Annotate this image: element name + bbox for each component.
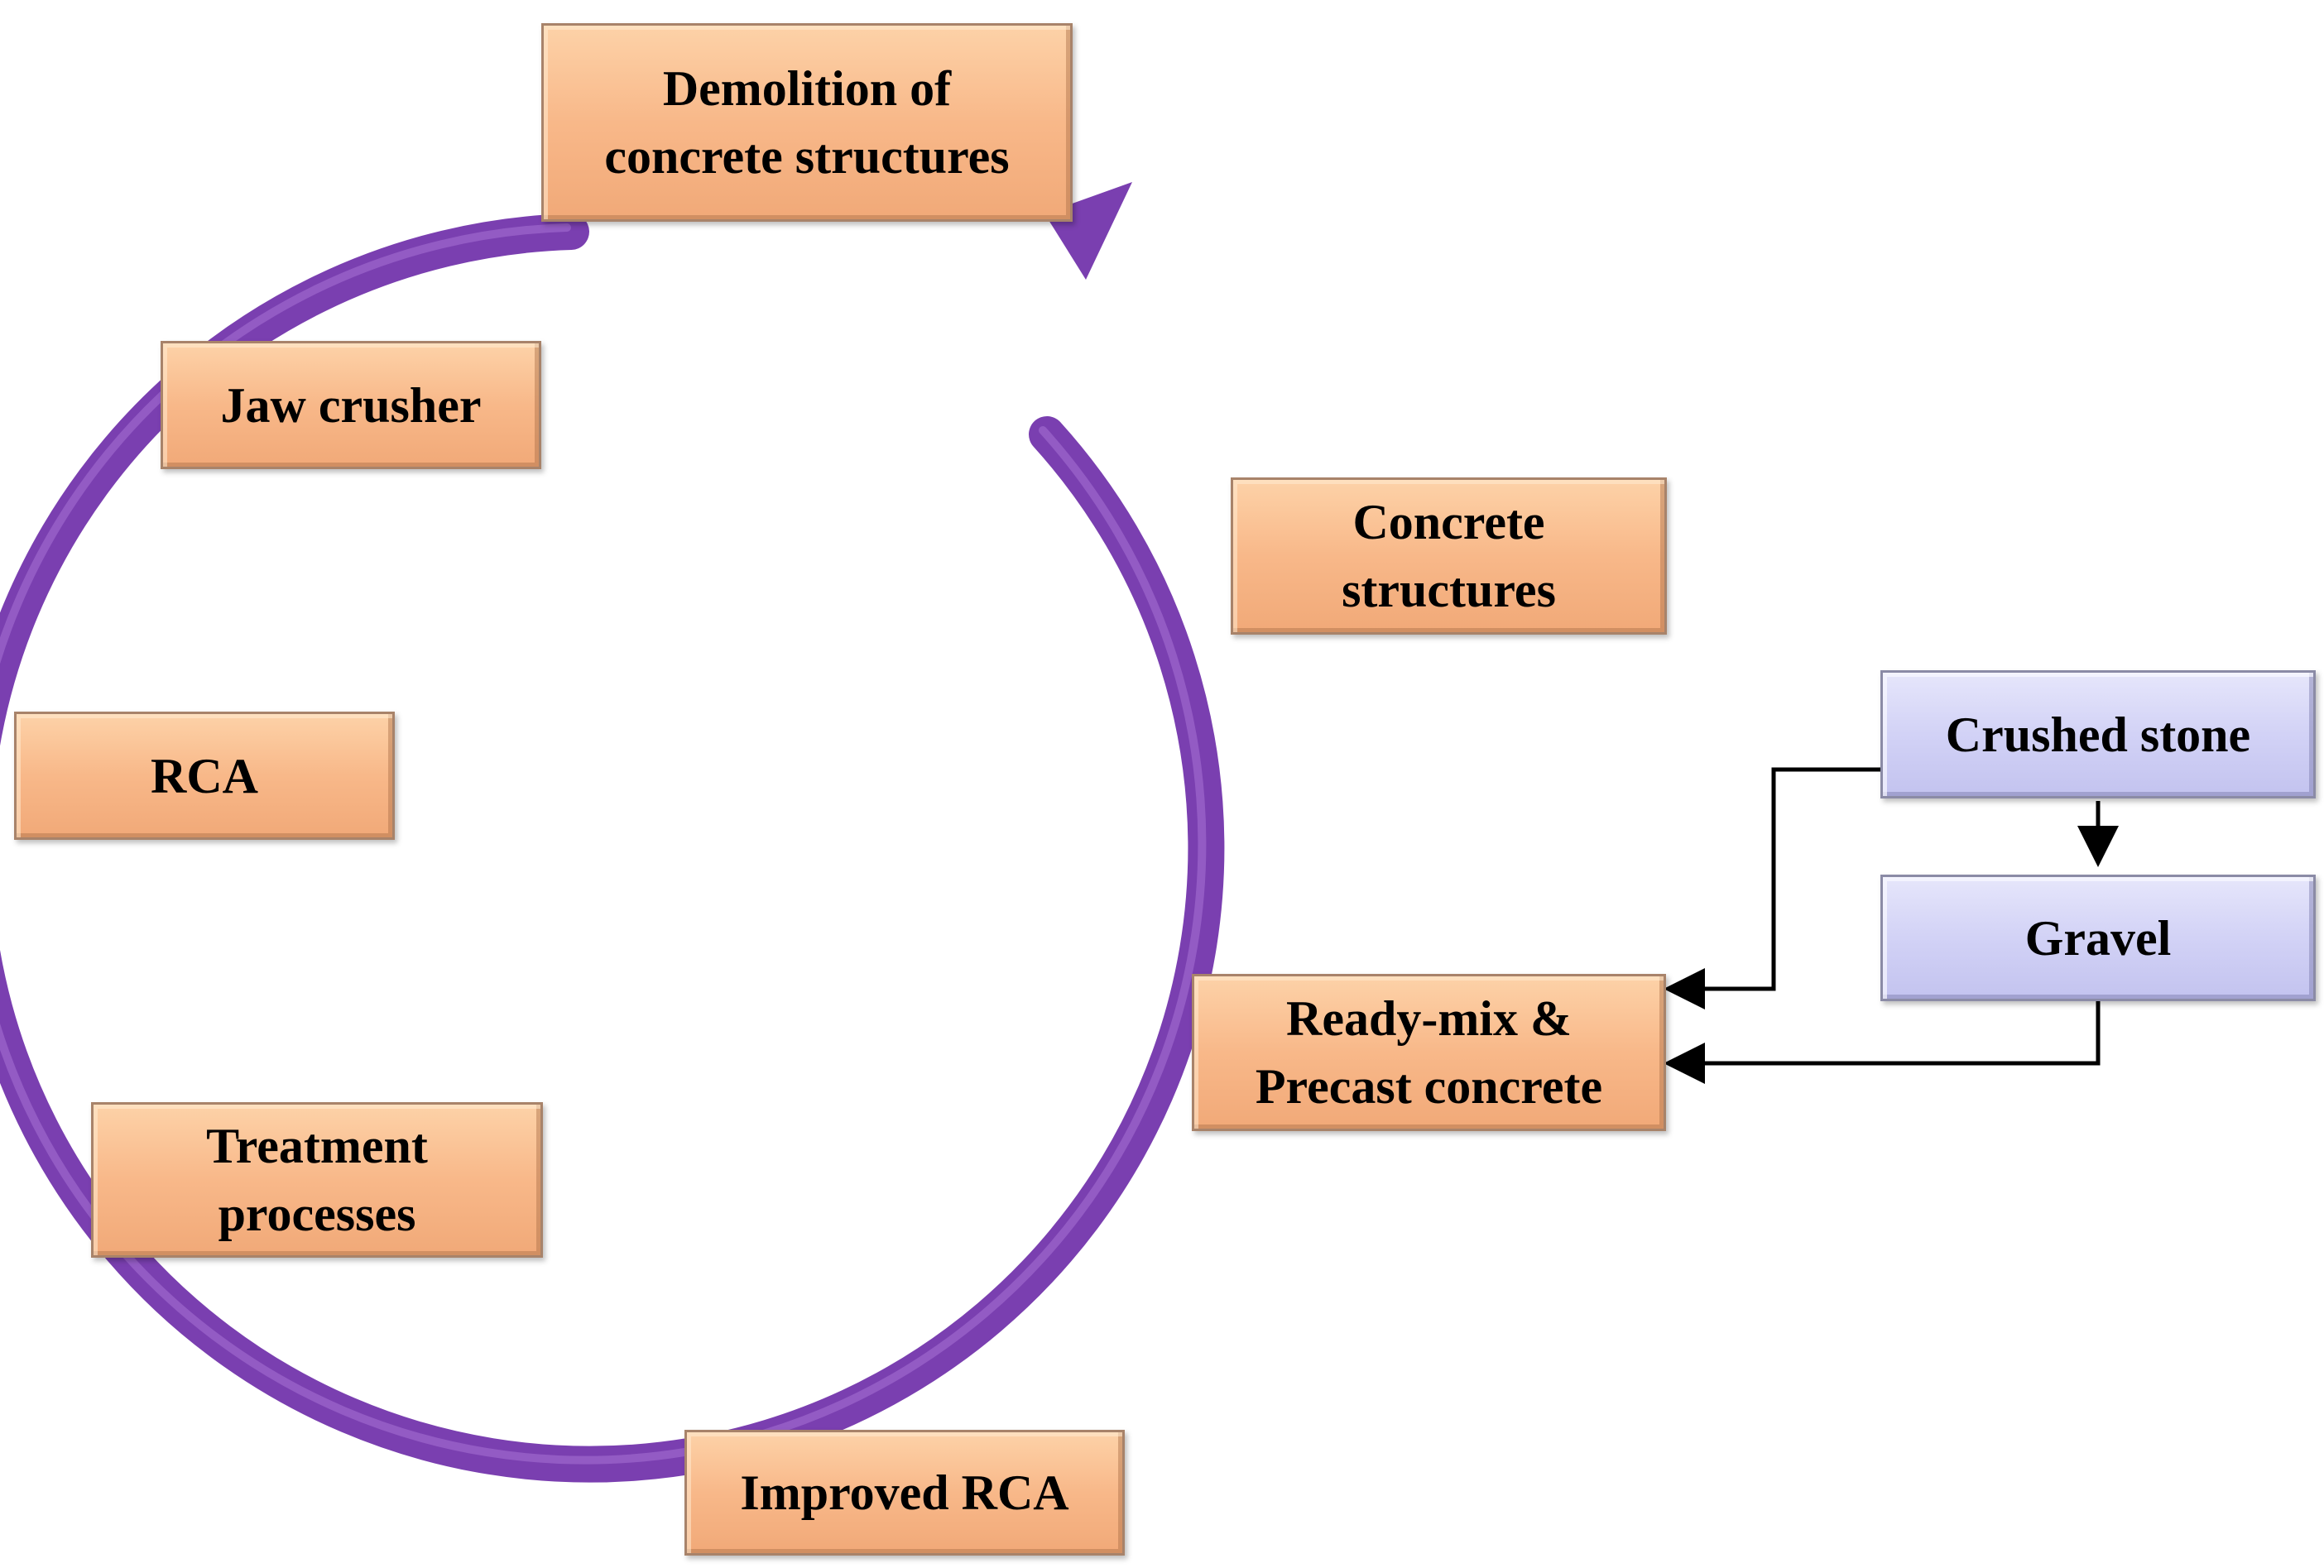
node-ready-mix-label: Ready-mix & Precast concrete [1255, 991, 1603, 1114]
node-gravel: Gravel [1880, 875, 2316, 1001]
node-crushed-stone-label: Crushed stone [1945, 707, 2251, 762]
node-demolition-label: Demolition of concrete structures [604, 61, 1010, 184]
node-treatment-label: Treatment processes [206, 1119, 428, 1241]
node-rca: RCA [14, 712, 395, 840]
cycle-arrow-highlight [0, 223, 1207, 1465]
node-improved-rca: Improved RCA [684, 1430, 1125, 1556]
connector-crushed-stone-to-ready-mix [1664, 767, 1880, 1009]
node-concrete-structures: Concrete structures [1231, 477, 1667, 635]
node-gravel-label: Gravel [2024, 910, 2172, 966]
node-crushed-stone: Crushed stone [1880, 670, 2316, 798]
connector-gravel-to-ready-mix [1664, 1001, 2101, 1084]
node-jaw-crusher: Jaw crusher [161, 341, 541, 469]
node-treatment-processes: Treatment processes [91, 1102, 543, 1258]
node-concrete-structures-label: Concrete structures [1342, 495, 1556, 617]
node-rca-label: RCA [151, 748, 258, 803]
node-demolition: Demolition of concrete structures [541, 23, 1073, 222]
node-improved-rca-label: Improved RCA [740, 1465, 1069, 1520]
node-jaw-crusher-label: Jaw crusher [220, 377, 482, 433]
node-ready-mix: Ready-mix & Precast concrete [1192, 974, 1666, 1131]
